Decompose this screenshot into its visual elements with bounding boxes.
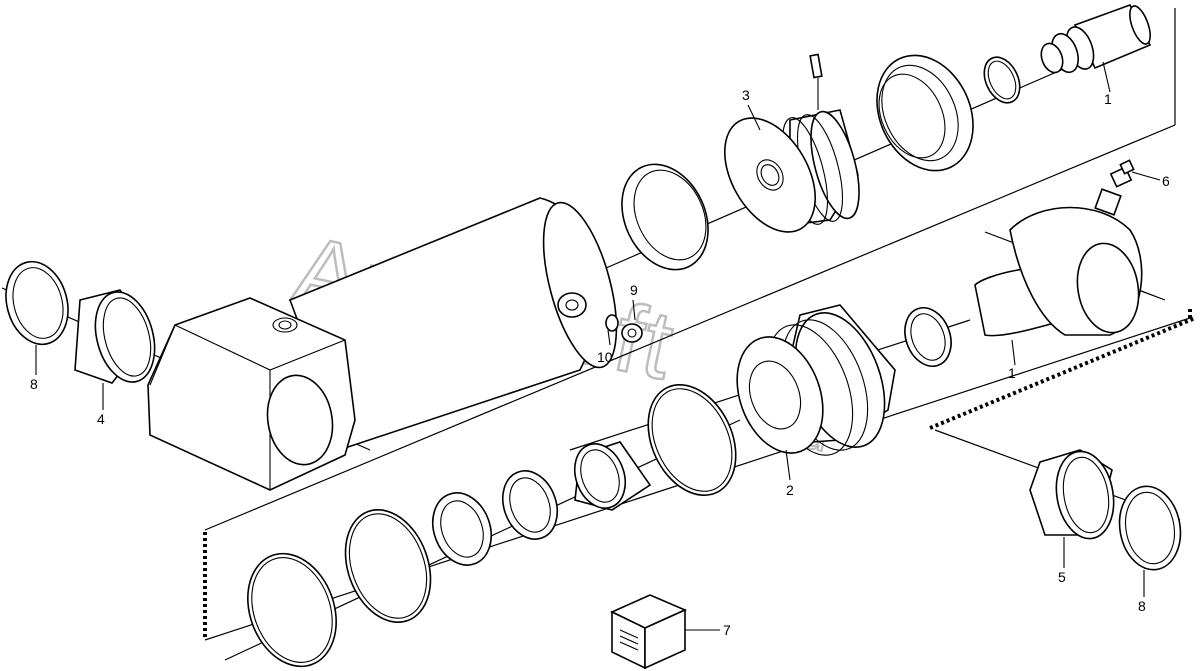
seal-ring-lower (904, 307, 952, 367)
callout-3: 3 (742, 87, 750, 103)
piston-part-3 (723, 53, 860, 233)
o-rings-lower-left (247, 509, 432, 668)
guide-ring-upper (876, 54, 974, 172)
callout-8-right: 8 (1138, 598, 1146, 614)
callout-8-left: 8 (30, 376, 38, 392)
cylinder-head-part-2 (736, 304, 896, 456)
callout-1-upper: 1 (1104, 91, 1112, 107)
bushing-part-5 (1029, 449, 1115, 540)
callout-1-lower: 1 (1008, 365, 1016, 381)
fitting-parts-9-10 (557, 292, 643, 343)
retaining-ring-right (1118, 485, 1182, 571)
cylinder-tube (147, 197, 618, 491)
callout-10: 10 (597, 349, 613, 365)
callout-6: 6 (1162, 173, 1170, 189)
wear-ring-upper (621, 163, 709, 271)
callout-labels: 1 3 6 1 2 9 10 4 8 5 8 7 (30, 87, 1170, 638)
callout-9: 9 (630, 282, 638, 298)
seal-kit-box-part-7 (610, 594, 687, 670)
callout-2: 2 (786, 482, 794, 498)
o-ring-small-upper (983, 56, 1021, 104)
seal-ring-left (432, 492, 492, 566)
bushing-part-4 (74, 289, 156, 384)
bushing-middle (573, 441, 652, 511)
piston-rod-upper (1040, 4, 1152, 74)
rod-eye-lower (974, 159, 1143, 337)
callout-5: 5 (1058, 569, 1066, 585)
o-ring-large-middle (647, 383, 737, 497)
callout-4: 4 (97, 411, 105, 427)
seal-ring-middle (501, 470, 559, 540)
retaining-ring-left (5, 260, 69, 346)
leader-lines (35, 61, 1161, 631)
callout-7: 7 (723, 622, 731, 638)
